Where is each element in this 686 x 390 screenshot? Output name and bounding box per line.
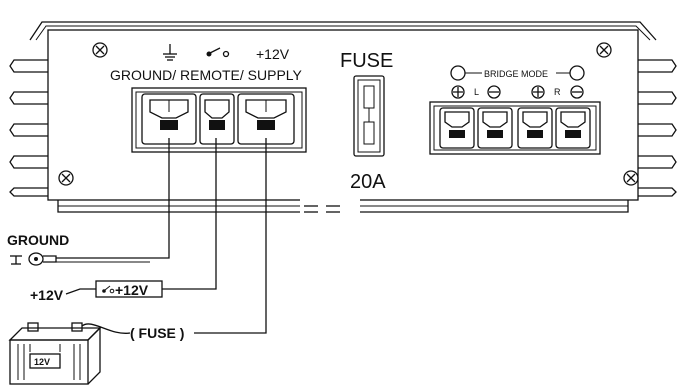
bridge-mode-label: BRIDGE MODE	[484, 69, 548, 79]
fuse-title: FUSE	[340, 50, 393, 72]
supply-voltage-label: +12V	[256, 46, 290, 62]
speaker-terminal: BRIDGE MODE L R	[429, 65, 601, 155]
ground-wire-label: GROUND	[7, 232, 69, 248]
fuse-holder[interactable]: FUSE 20A	[340, 50, 393, 193]
speaker-terminal-slot[interactable]	[555, 107, 591, 149]
ground-terminal[interactable]	[141, 93, 197, 145]
remote-wire	[162, 138, 217, 290]
battery: 12V	[8, 322, 131, 385]
inline-fuse-label: ( FUSE )	[130, 325, 184, 341]
remote-source-label: +12V	[30, 287, 64, 303]
minus-icon	[570, 85, 584, 99]
plus-icon	[451, 85, 465, 99]
speaker-terminal-slot[interactable]	[439, 107, 475, 149]
remote-terminal[interactable]	[199, 93, 235, 145]
supply-wire	[194, 138, 267, 334]
switch-icon	[206, 47, 230, 58]
right-channel-label: R	[554, 87, 561, 97]
power-terminal-caption: GROUND/ REMOTE/ SUPPLY	[110, 67, 303, 83]
left-channel-label: L	[474, 87, 479, 97]
ground-connector: GROUND	[7, 232, 69, 266]
fuse-rating: 20A	[350, 171, 386, 193]
screw-icon	[596, 42, 612, 58]
ground-icon	[10, 255, 22, 265]
speaker-terminal-slot[interactable]	[477, 107, 513, 149]
ground-wire	[56, 138, 170, 263]
minus-icon	[487, 85, 501, 99]
screw-icon	[623, 170, 639, 186]
screw-icon	[92, 42, 108, 58]
heatsink-left	[9, 59, 48, 197]
supply-terminal[interactable]	[237, 93, 295, 145]
remote-switch[interactable]: +12V +12V	[30, 280, 163, 303]
power-terminal: +12V GROUND/ REMOTE/ SUPPLY	[110, 44, 307, 153]
battery-label: 12V	[34, 357, 50, 367]
heatsink-right	[638, 59, 677, 197]
screw-icon	[58, 170, 74, 186]
inline-fuse: ( FUSE )	[130, 325, 184, 341]
speaker-terminal-slot[interactable]	[517, 107, 553, 149]
remote-switch-label: +12V	[115, 282, 149, 298]
plus-icon	[531, 85, 545, 99]
amplifier-chassis	[29, 21, 657, 215]
ground-icon	[163, 44, 177, 61]
